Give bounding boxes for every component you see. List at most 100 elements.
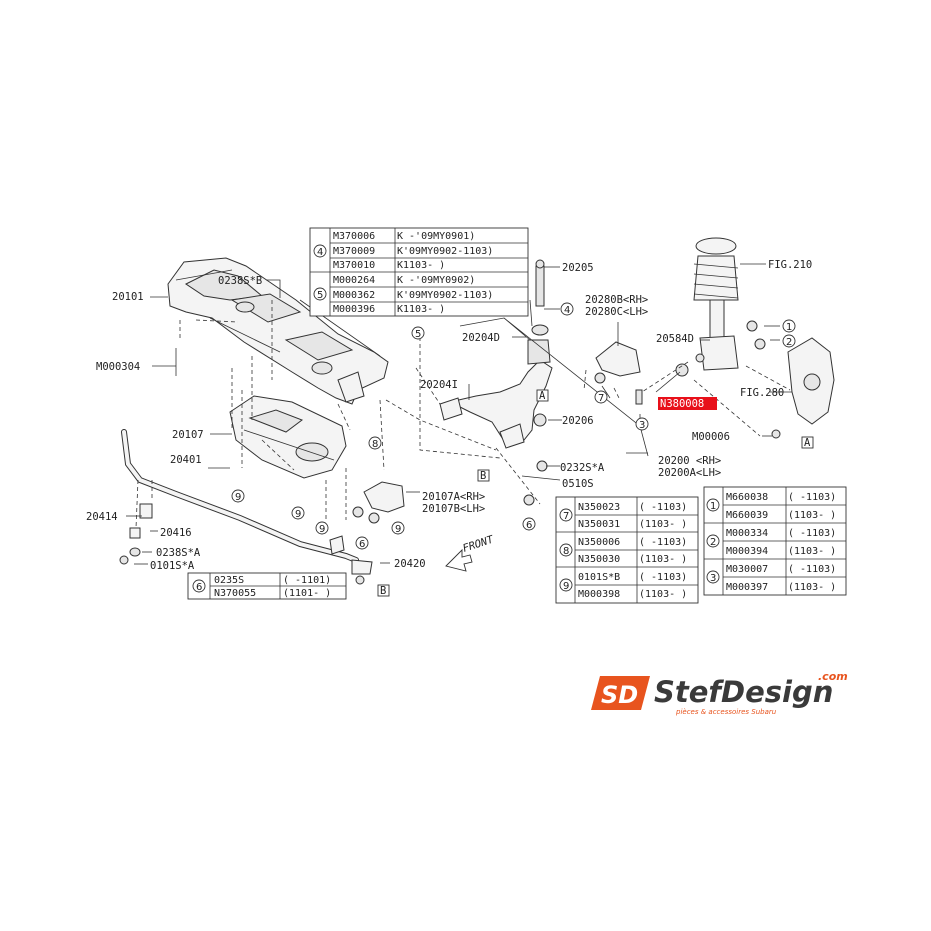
table-cell: N350030 [578,554,620,565]
svg-text:5: 5 [415,329,421,340]
table-cell: (1103- ) [788,510,836,521]
label-20200-rh: 20200 <RH> [658,455,721,467]
table-cell: N350023 [578,502,620,513]
svg-text:2: 2 [786,337,792,348]
svg-text:5: 5 [317,290,323,301]
table-cell: K -'09MY0902) [397,275,475,286]
table-cell: (1103- ) [639,589,687,600]
table-cell: M000398 [578,589,620,600]
callout-7: 7 [594,390,608,404]
table-cell: M370010 [333,260,375,271]
svg-text:3: 3 [639,420,645,431]
callout-8: 8 [368,436,382,450]
table-cell: K'09MY0902-1103) [397,246,493,257]
table-cell: 0101S*B [578,572,620,583]
svg-text:3: 3 [710,573,716,584]
label-20204i: 20204I [420,379,458,391]
label-20280b-rh: 20280B<RH> [585,294,648,306]
table-4-5: 4 5 M370006 K -'09MY0901) M370009 K'09MY… [309,227,529,317]
label-20107: 20107 [172,429,204,441]
label-0232s-a: 0232S*A [560,462,605,474]
label-20107b-lh: 20107B<LH> [422,503,485,515]
table-cell: M370009 [333,246,375,257]
table-cell: ( -1103) [788,528,836,539]
label-m000304: M000304 [96,361,140,373]
table-cell: M000397 [726,582,768,593]
callout-9b: 9 [291,506,305,520]
table-cell: N370055 [214,588,256,599]
label-20200a-lh: 20200A<LH> [658,467,721,479]
callout-5: 5 [411,326,425,340]
label-20401: 20401 [170,454,202,466]
stabilizer-bar-drawing [119,429,373,585]
svg-text:9: 9 [235,492,241,503]
table-cell: N350006 [578,537,620,548]
table-1-2-3: 1 2 3 M660038 ( -1103) M660039 (1103- ) … [703,486,847,596]
callout-2: 2 [782,334,796,348]
table-cell: ( -1103) [639,537,687,548]
leader-lines [126,263,792,565]
label-20206: 20206 [562,415,594,427]
table-cell: M030007 [726,564,768,575]
callout-9a: 9 [231,489,245,503]
table-6: 6 0235S ( -1101) N370055 (1101- ) [187,572,347,600]
table-cell: ( -1103) [788,492,836,503]
table-cell: K1103- ) [397,304,445,315]
bracket-drawing [352,481,405,524]
label-0510s: 0510S [562,478,594,490]
label-20280c-lh: 20280C<LH> [585,306,648,318]
svg-text:9: 9 [295,509,301,520]
svg-text:SD: SD [601,681,638,709]
svg-text:B: B [480,470,486,482]
label-highlighted-part: N380008 [660,398,704,410]
table-cell: M000362 [333,290,375,301]
label-20107a-rh: 20107A<RH> [422,491,485,503]
label-front: FRONT [461,533,495,554]
callout-6a: 6 [355,536,369,550]
callout-1: 1 [782,319,796,333]
table-cell: ( -1101) [283,575,331,586]
table-cell: ( -1103) [639,572,687,583]
label-m00006: M00006 [692,431,730,443]
svg-text:1: 1 [710,501,716,512]
table-cell: (1103- ) [788,546,836,557]
logo-wordmark: StefDesign [654,675,833,709]
ref-box-a-1: A [536,389,549,402]
callout-9d: 9 [391,521,405,535]
table-cell: N350031 [578,519,620,530]
callout-6b: 6 [522,517,536,531]
table-cell: 0235S [214,575,244,586]
ref-box-b-2: B [377,584,390,597]
callout-9c: 9 [315,521,329,535]
svg-text:7: 7 [563,511,569,522]
svg-text:6: 6 [359,539,365,550]
stefdesign-logo[interactable]: SD StefDesign .com pièces & accessoires … [591,670,848,716]
svg-text:A: A [539,390,546,402]
label-0101s-a: 0101S*A [150,560,195,572]
table-cell: K -'09MY0901) [397,231,475,242]
sd-logo-icon: SD [591,676,650,710]
highlight-marker [658,397,717,410]
table-cell: M000334 [726,528,768,539]
label-20204d: 20204D [462,332,500,344]
label-20420: 20420 [394,558,426,570]
svg-text:8: 8 [563,546,569,557]
table-cell: M660038 [726,492,768,503]
callout-4: 4 [560,302,574,316]
table-cell: ( -1103) [788,564,836,575]
callout-3: 3 [635,417,649,431]
lower-arm-drawing [439,259,553,506]
table-cell: ( -1103) [639,502,687,513]
skid-plate-drawing [229,395,347,479]
label-20584d: 20584D [656,333,694,345]
table-cell: (1103- ) [639,519,687,530]
svg-text:9: 9 [319,524,325,535]
label-20101: 20101 [112,291,144,303]
label-20414: 20414 [86,511,118,523]
label-0238s-a: 0238S*A [156,547,201,559]
svg-text:6: 6 [526,520,532,531]
ref-box-a-2: A [801,436,814,449]
svg-text:9: 9 [395,524,401,535]
svg-text:A: A [804,437,811,449]
